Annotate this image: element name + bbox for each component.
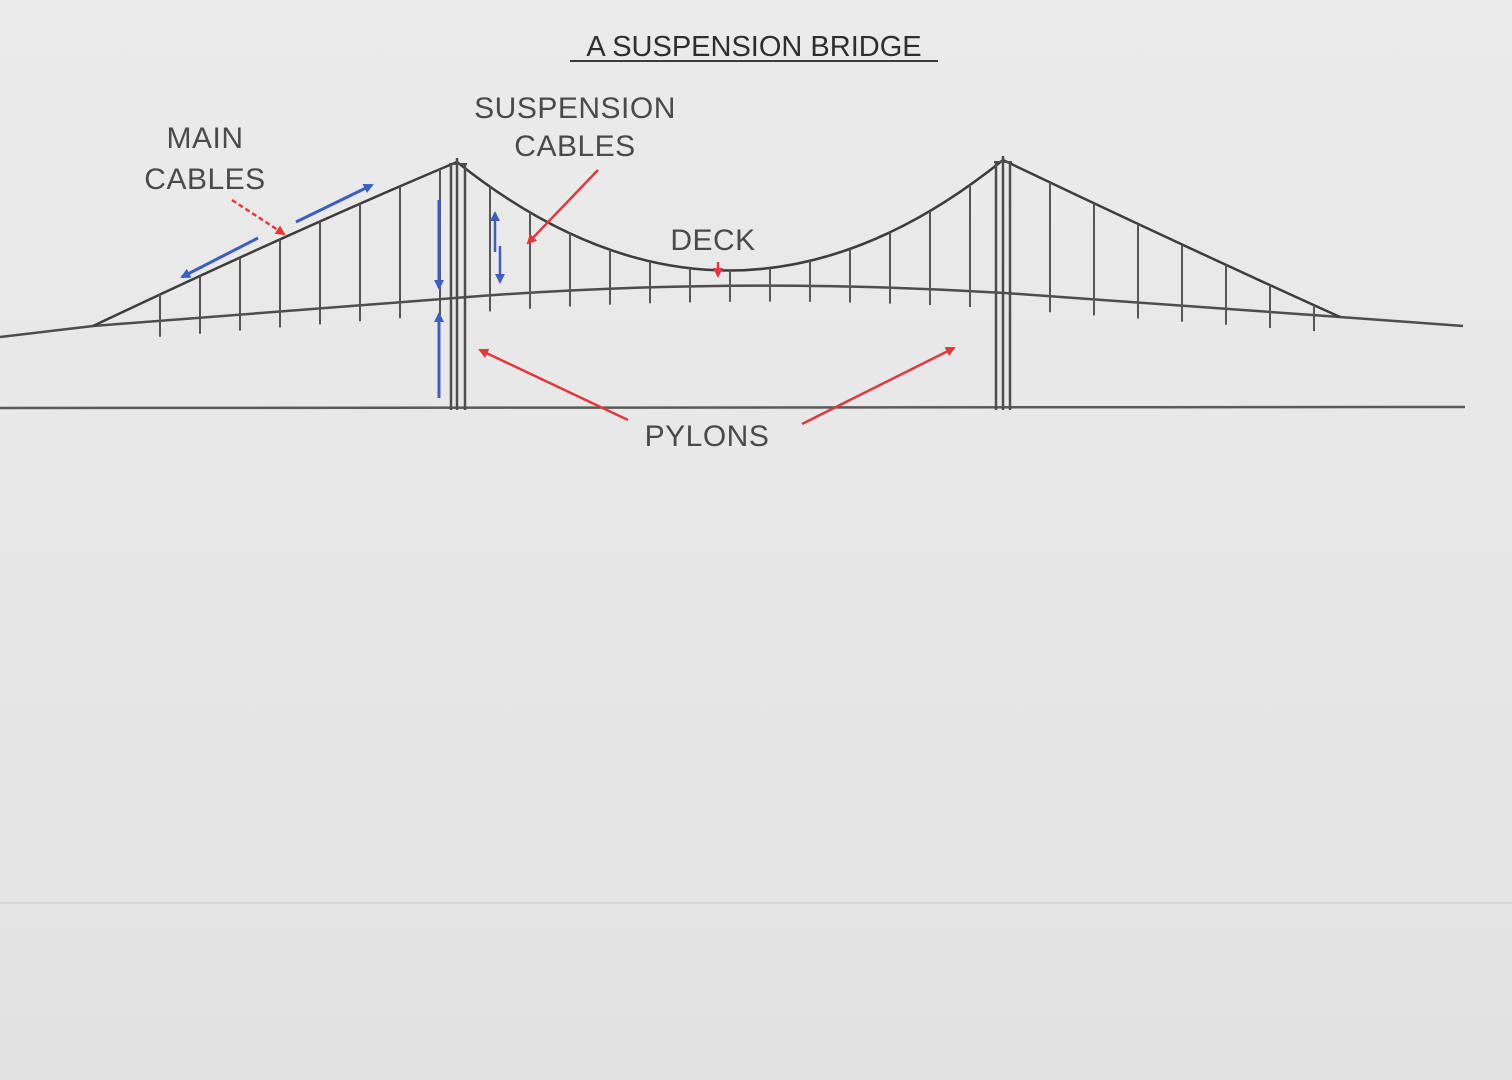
main-cable-right-backspan — [1002, 158, 1341, 319]
pylon-right — [994, 156, 1012, 410]
suspension-cables-label-line2: CABLES — [514, 130, 635, 163]
deck-label: DECK — [670, 224, 755, 257]
main-cables-label-line2: CABLES — [144, 163, 265, 196]
pylon-left — [449, 158, 467, 410]
pylons-right-pointer-arrow — [801, 346, 956, 426]
pylons-left-pointer-arrow — [478, 348, 629, 422]
ground-line — [0, 405, 1466, 410]
tension-arrow-up-cable — [295, 183, 374, 224]
tension-arrow-down-cable — [180, 236, 259, 279]
main-cable-left-backspan — [92, 160, 458, 328]
main-cables-label-line1: MAIN — [167, 122, 244, 155]
suspension-cables-pointer-arrow — [526, 169, 599, 245]
main-cables-pointer-arrow — [231, 198, 286, 236]
left-approach-road — [0, 324, 94, 339]
pylons-label: PYLONS — [645, 420, 770, 453]
monitor-bezel-edge — [0, 902, 1512, 904]
suspension-cables-label-line1: SUSPENSION — [474, 92, 676, 125]
suspension-cables — [159, 169, 1315, 337]
right-approach-road — [1339, 315, 1464, 328]
diagram-title: A SUSPENSION BRIDGE — [586, 31, 921, 63]
